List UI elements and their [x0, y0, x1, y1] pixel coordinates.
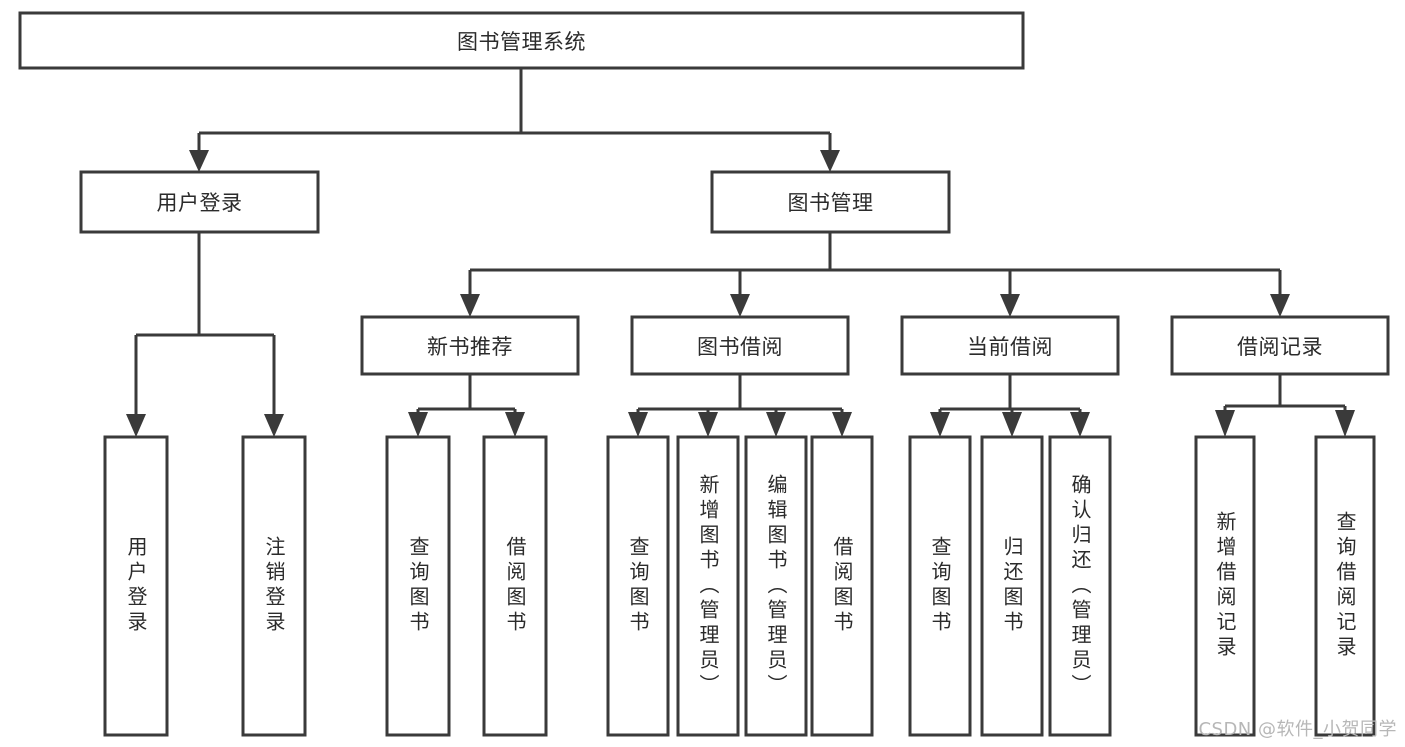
leaf-box-query-book-1[interactable] [385, 435, 451, 737]
node-box-new-book-rec[interactable] [360, 315, 580, 376]
arrow-head-current-borrow [1000, 294, 1020, 317]
arrow-head-borrow-record [1270, 294, 1290, 317]
node-box-borrow-record[interactable] [1170, 315, 1390, 376]
arrow-head-leaf-add-book [698, 412, 718, 437]
leaf-box-user-logout[interactable] [241, 435, 307, 737]
arrow-head-book-manage [820, 150, 840, 172]
leaf-box-borrow-book-2[interactable] [810, 435, 874, 737]
arrow-head-book-borrow [730, 294, 750, 317]
arrow-head-leaf-query-record [1335, 410, 1355, 437]
node-box-user-login[interactable] [79, 170, 320, 234]
arrow-head-user-login [189, 150, 209, 172]
leaf-box-confirm-return[interactable] [1048, 435, 1112, 737]
leaf-box-add-record[interactable] [1194, 435, 1256, 737]
node-box-current-borrow[interactable] [900, 315, 1120, 376]
leaf-box-query-book-2[interactable] [606, 435, 670, 737]
arrow-head-leaf-confirm-return [1070, 412, 1090, 437]
arrow-head-leaf-user-login [126, 414, 146, 437]
arrow-head-leaf-query-book-2 [628, 412, 648, 437]
arrow-head-new-book-rec [460, 294, 480, 317]
leaf-box-user-login[interactable] [103, 435, 169, 737]
leaf-box-borrow-book-1[interactable] [482, 435, 548, 737]
watermark-text: CSDN @软件_小贺同学 [1198, 719, 1397, 740]
arrow-head-leaf-query-book-1 [408, 412, 428, 437]
arrow-head-leaf-borrow-book-2 [832, 412, 852, 437]
leaf-box-query-record[interactable] [1314, 435, 1376, 737]
leaf-box-return-book[interactable] [980, 435, 1044, 737]
arrow-head-leaf-borrow-book-1 [505, 412, 525, 437]
leaf-box-edit-book[interactable] [744, 435, 808, 737]
node-box-root[interactable] [18, 11, 1025, 70]
arrow-head-leaf-user-logout [264, 414, 284, 437]
arrow-head-leaf-edit-book [766, 412, 786, 437]
node-box-book-borrow[interactable] [630, 315, 850, 376]
leaf-box-query-book-3[interactable] [908, 435, 972, 737]
arrow-head-leaf-return-book [1002, 412, 1022, 437]
leaf-box-add-book[interactable] [676, 435, 740, 737]
arrow-head-leaf-add-record [1215, 410, 1235, 437]
node-box-book-manage[interactable] [710, 170, 951, 234]
arrow-head-leaf-query-book-3 [930, 412, 950, 437]
